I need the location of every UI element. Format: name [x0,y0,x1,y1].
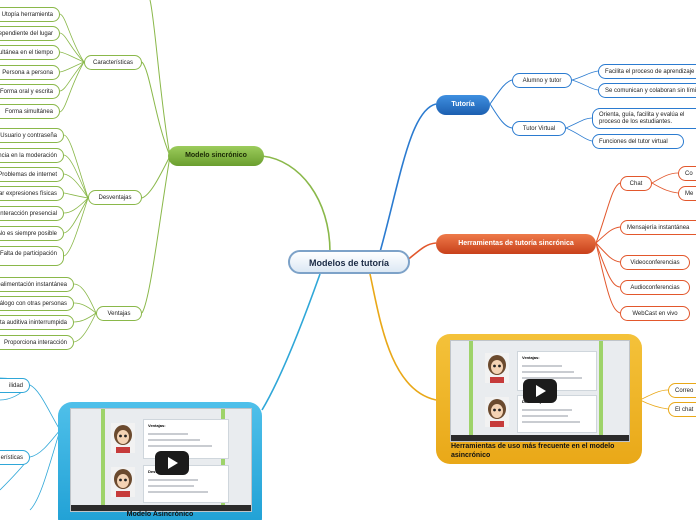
slide-panel: Desventajas: [517,395,597,433]
caracteristica-item[interactable]: Forma simultánea [0,104,60,119]
herramienta-item[interactable]: Videoconferencias [620,255,690,270]
desventaja-item[interactable]: Usuario y contraseña [0,128,64,143]
video-thumbnail[interactable]: Ventajas: Desventajas: [70,408,252,512]
avatar-icon [111,467,135,497]
ventajas-node[interactable]: Ventajas [96,306,142,321]
slide-line [522,421,580,423]
desventaja-item[interactable]: Interacción presencial [0,206,64,221]
caracteristica-item[interactable]: Forma oral y escrita [0,84,60,99]
asincronico-item[interactable]: Correo [668,383,696,398]
root-node[interactable]: Modelos de tutoría [288,250,410,274]
modelo-sincronico-node[interactable]: Modelo sincrónico [168,146,264,166]
asincronico-item[interactable]: El chat [668,402,696,417]
caracteristica-item[interactable]: Utopía herramienta [0,7,60,22]
slide-line [148,433,188,435]
alumno-tutor-node[interactable]: Alumno y tutor [512,73,572,88]
caracteristicas-node[interactable]: Características [84,55,142,70]
ventaja-item[interactable]: Respuesta auditiva ininterrumpida [0,315,74,330]
asincronico-left-item[interactable]: erísticas [0,450,30,465]
ventaja-item[interactable]: Diálogo con otras personas [0,296,74,311]
desventajas-node[interactable]: Desventajas [88,190,142,205]
slide-line [148,445,212,447]
slide-heading: Ventajas: [522,355,540,360]
slide-line [522,371,574,373]
herramienta-item[interactable]: Mensajería instantánea [620,220,696,235]
ventaja-item[interactable]: Retroalimentación instantánea [0,277,74,292]
slide-line [148,439,200,441]
modelo-asincronico-title: Modelo Asincrónico [126,511,194,518]
slide-accent [469,341,473,441]
video-controls-bar[interactable] [71,505,251,511]
slide-accent [599,341,603,441]
slide-line [522,415,568,417]
slide-line [522,365,562,367]
ventaja-item[interactable]: Proporciona interacción [0,335,74,350]
modelo-asincronico-card[interactable]: Ventajas: Desventajas: [58,402,262,520]
desventaja-item[interactable]: Dependencia en la moderación [0,148,64,163]
asincronico-tools-card[interactable]: Ventajas: Desventajas: [436,334,642,464]
caracteristica-item[interactable]: Independiente del lugar [0,26,60,41]
video-controls-bar[interactable] [451,435,629,441]
desventaja-item[interactable]: Falta de participación [0,246,64,266]
slide-heading: Ventajas: [148,423,166,428]
slide-line [148,485,194,487]
herramienta-item[interactable]: WebCast en vivo [620,306,690,321]
caracteristica-item[interactable]: Persona a persona [0,65,60,80]
avatar-icon [485,397,509,427]
slide-accent [101,409,105,511]
herramientas-node[interactable]: Herramientas de tutoría sincrónica [436,234,596,254]
avatar-icon [111,423,135,453]
play-button[interactable] [155,451,189,475]
tutor-virtual-node[interactable]: Tutor Virtual [512,121,566,136]
slide-line [522,377,582,379]
chat-item[interactable]: Co [678,166,696,181]
virtual-item[interactable]: Funciones del tutor virtual [592,134,684,149]
desventaja-item[interactable]: Problemas de internet [0,167,64,182]
virtual-item[interactable]: Orienta, guía, facilita y evalúa el proc… [592,108,696,129]
avatar-icon [485,353,509,383]
slide-accent [221,409,225,511]
asincronico-tools-title: Herramientas de uso más frecuente en el … [451,443,615,459]
video-thumbnail[interactable]: Ventajas: Desventajas: [450,340,630,442]
slide-line [522,409,572,411]
play-button[interactable] [523,379,557,403]
slide-line [148,491,208,493]
slide-line [148,479,198,481]
chat-node[interactable]: Chat [620,176,652,191]
chat-item[interactable]: Me [678,186,696,201]
herramienta-item[interactable]: Audioconferencias [620,280,690,295]
desventaja-item[interactable]: No es siempre posible [0,226,64,241]
alumno-item[interactable]: Facilita el proceso de aprendizaje [598,64,696,79]
desventaja-item[interactable]: Interpretar expresiones físicas [0,186,64,201]
caracteristica-item[interactable]: Simultánea en el tiempo [0,45,60,60]
tutoria-node[interactable]: Tutoría [436,95,490,115]
asincronico-left-item[interactable]: ilidad [0,378,30,393]
alumno-item[interactable]: Se comunican y colaboran sin límites [598,83,696,98]
